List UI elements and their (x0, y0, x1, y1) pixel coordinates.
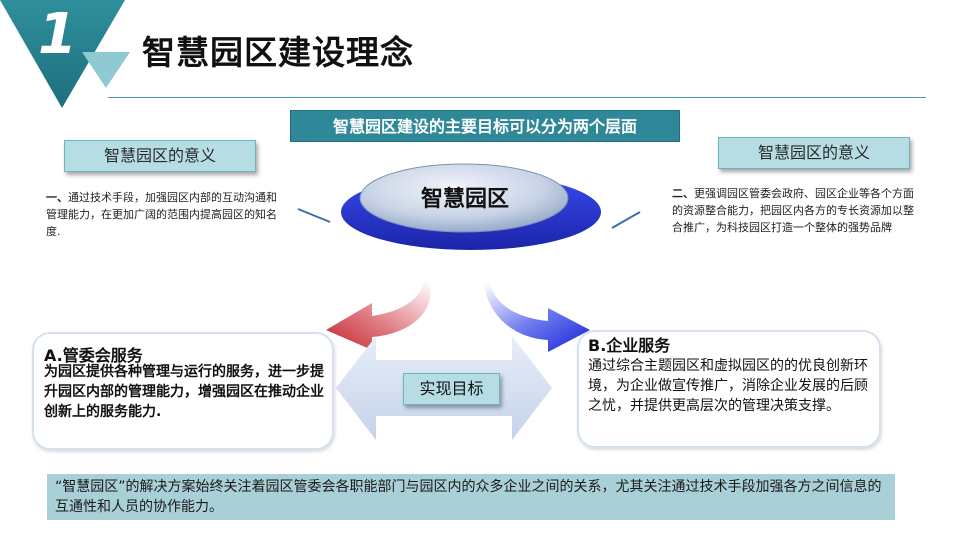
footer-summary: “智慧园区”的解决方案始终关注着园区管委会各职能部门与园区内的众多企业之间的关系… (47, 474, 895, 520)
box-b-title: B.企业服务 (588, 336, 671, 355)
achieve-goal-label: 实现目标 (403, 373, 500, 405)
box-b-body: 通过综合主题园区和虚拟园区的的优良创新环境，为企业做宣传推广，消除企业发展的后顾… (588, 358, 868, 414)
paragraph-text: 通过技术手段，加强园区内部的互动沟通和管理能力，在更加广阔的范围内提高园区的知名… (46, 191, 277, 238)
page-title: 智慧园区建设理念 (142, 33, 414, 72)
corner-triangle-dark (0, 0, 125, 108)
red-curved-arrow (326, 282, 431, 350)
connector-right (611, 211, 641, 229)
goal-banner: 智慧园区建设的主要目标可以分为两个层面 (290, 110, 680, 142)
meaning-tag-left: 智慧园区的意义 (64, 140, 256, 172)
meaning-tag-right: 智慧园区的意义 (718, 137, 910, 169)
blue-curved-arrow (484, 284, 590, 352)
meaning-paragraph-right: 二、更强调园区管委会政府、园区企业等各个方面的资源整合能力，把园区内各方的专长资… (672, 185, 920, 236)
service-box-a (32, 332, 334, 450)
meaning-paragraph-left: 一、通过技术手段，加强园区内部的互动沟通和管理能力，在更加广阔的范围内提高园区的… (46, 189, 284, 240)
service-box-b (577, 330, 881, 448)
lead-marker: 二、 (672, 187, 694, 200)
corner-triangle-light (82, 52, 130, 88)
center-disc-label: 智慧园区 (420, 187, 509, 212)
section-number: 1 (38, 2, 77, 67)
box-a-title: A.管委会服务 (44, 346, 143, 365)
paragraph-text: 更强调园区管委会政府、园区企业等各个方面的资源整合能力，把园区内各方的专长资源加… (672, 187, 914, 234)
lead-marker: 一、 (46, 191, 68, 204)
box-a-body: 为园区提供各种管理与运行的服务，进一步提升园区内部的管理能力，增强园区在推动企业… (44, 364, 324, 420)
connector-left (297, 208, 331, 223)
title-divider (108, 97, 926, 98)
